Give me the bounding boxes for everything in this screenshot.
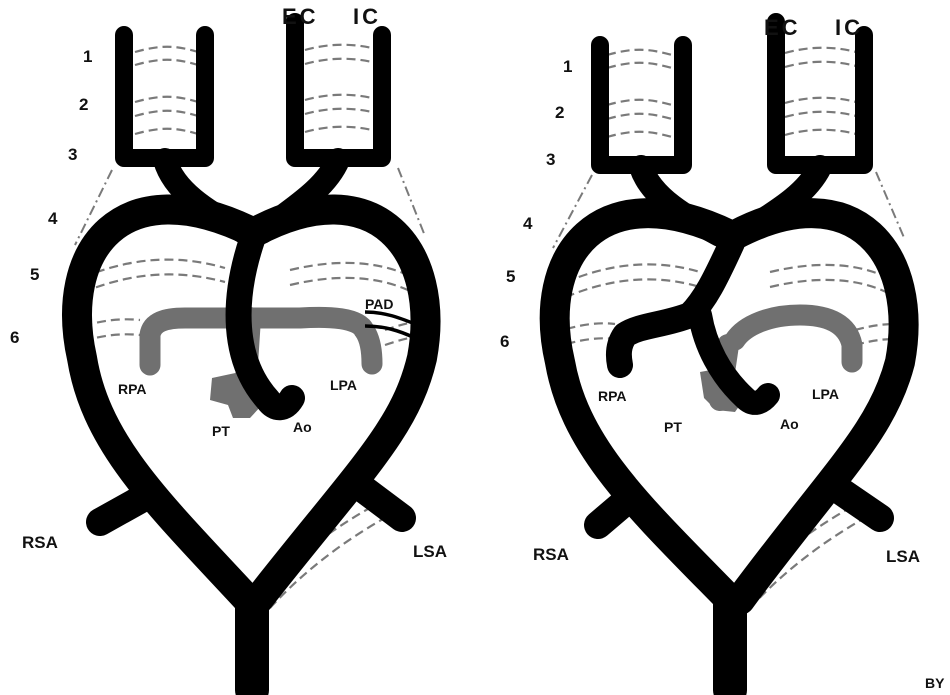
label-lpa: LPA	[812, 386, 839, 402]
arch-number-3: 3	[68, 145, 77, 164]
label-ao: Ao	[780, 416, 799, 432]
label-rsa: RSA	[22, 533, 58, 552]
arch-number-6: 6	[500, 332, 509, 351]
arch-number-4: 4	[523, 214, 533, 233]
arch-number-2: 2	[555, 103, 564, 122]
label-pt: PT	[664, 419, 682, 435]
label-ic: IC	[835, 15, 863, 40]
label-rpa: RPA	[118, 381, 147, 397]
label-ec: EC	[282, 4, 319, 29]
arch-number-5: 5	[506, 267, 515, 286]
label-ec: EC	[764, 15, 801, 40]
label-lsa: LSA	[886, 547, 920, 566]
arch-number-1: 1	[563, 57, 572, 76]
label-rsa: RSA	[533, 545, 569, 564]
label-pad: PAD	[365, 296, 394, 312]
corner-text: BY	[925, 675, 945, 691]
label-lpa: LPA	[330, 377, 357, 393]
label-pt: PT	[212, 423, 230, 439]
label-ic: IC	[353, 4, 381, 29]
arch-number-6: 6	[10, 328, 19, 347]
label-ao: Ao	[293, 419, 312, 435]
arch-number-2: 2	[79, 95, 88, 114]
panel-left: 1 2 3 4 5 6 EC IC PAD RPA LPA PT Ao RSA …	[10, 4, 447, 690]
arch-number-4: 4	[48, 209, 58, 228]
arch-number-1: 1	[83, 47, 92, 66]
panel-right: 1 2 3 4 5 6 EC IC RPA LPA PT Ao RSA LSA	[500, 15, 920, 690]
label-lsa: LSA	[413, 542, 447, 561]
label-rpa: RPA	[598, 388, 627, 404]
arch-number-3: 3	[546, 150, 555, 169]
arch-number-5: 5	[30, 265, 39, 284]
